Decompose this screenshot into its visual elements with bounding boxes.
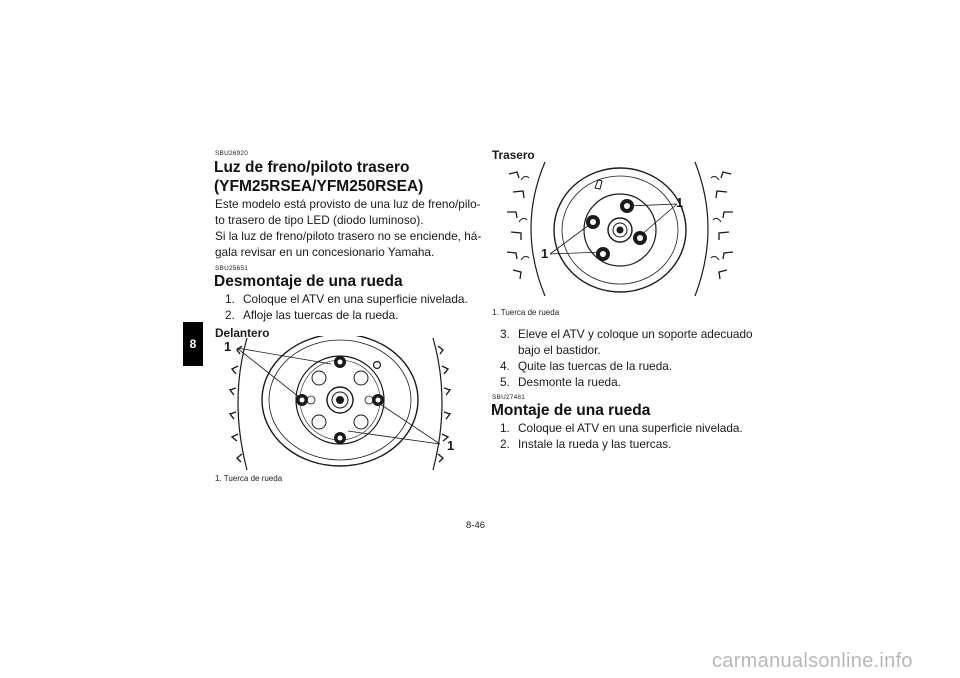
list-text: Coloque el ATV en una superficie nivelad…: [518, 421, 743, 435]
section-code: SBU27481: [492, 394, 526, 401]
list-text: Desmonte la rueda.: [518, 375, 621, 389]
figure-caption: 1. Tuerca de rueda: [215, 474, 283, 483]
chapter-tab: 8: [183, 322, 203, 366]
subheading: Delantero: [215, 326, 270, 340]
front-wheel-illustration: [228, 336, 452, 471]
page-number: 8-46: [466, 520, 486, 531]
section-title: Luz de freno/piloto trasero: [214, 159, 410, 176]
list-item: 3. Eleve el ATV y coloque un soporte adec…: [500, 326, 753, 342]
section-code: SBU25651: [215, 265, 249, 272]
list-item-continuation: bajo el bastidor.: [518, 343, 601, 357]
list-text: Coloque el ATV en una superficie nivelad…: [243, 292, 468, 306]
list-item: 1. Coloque el ATV en una superficie nivel…: [225, 291, 468, 307]
watermark: carmanualsonline.info: [712, 650, 913, 672]
list-text: Quite las tuercas de la rueda.: [518, 359, 673, 373]
rear-wheel-illustration: [506, 161, 734, 297]
list-text: Afloje las tuercas de la rueda.: [243, 308, 399, 322]
paragraph-line: to trasero de tipo LED (diodo luminoso).: [215, 213, 424, 227]
list-item: 2. Instale la rueda y las tuercas.: [500, 436, 671, 452]
list-item: 1. Coloque el ATV en una superficie nivel…: [500, 420, 743, 436]
list-number: 5.: [500, 375, 510, 389]
list-number: 1.: [500, 421, 510, 435]
figure-caption: 1. Tuerca de rueda: [492, 308, 560, 317]
paragraph-line: Si la luz de freno/piloto trasero no se …: [215, 229, 482, 243]
callout-label: 1: [541, 246, 549, 261]
section-title: Desmontaje de una rueda: [214, 273, 403, 290]
list-text: Eleve el ATV y coloque un soporte adecua…: [518, 327, 753, 341]
callout-label: 1: [447, 438, 455, 453]
subheading: Trasero: [492, 148, 535, 162]
section-title: Montaje de una rueda: [491, 402, 651, 419]
list-number: 3.: [500, 327, 510, 341]
list-number: 2.: [225, 308, 235, 322]
list-number: 2.: [500, 437, 510, 451]
list-item: 2. Afloje las tuercas de la rueda.: [225, 307, 398, 323]
section-code: SBU26920: [215, 150, 249, 157]
list-text: Instale la rueda y las tuercas.: [518, 437, 672, 451]
paragraph-line: Este modelo está provisto de una luz de …: [215, 197, 481, 211]
list-number: 1.: [225, 292, 235, 306]
list-item: 4. Quite las tuercas de la rueda.: [500, 358, 672, 374]
callout-label: 1: [676, 195, 684, 210]
paragraph-line: gala revisar en un concesionario Yamaha.: [215, 245, 435, 259]
list-number: 4.: [500, 359, 510, 373]
section-title: (YFM25RSEA/YFM250RSEA): [214, 178, 424, 195]
list-item: 5. Desmonte la rueda.: [500, 374, 621, 390]
callout-label: 1: [224, 339, 232, 354]
